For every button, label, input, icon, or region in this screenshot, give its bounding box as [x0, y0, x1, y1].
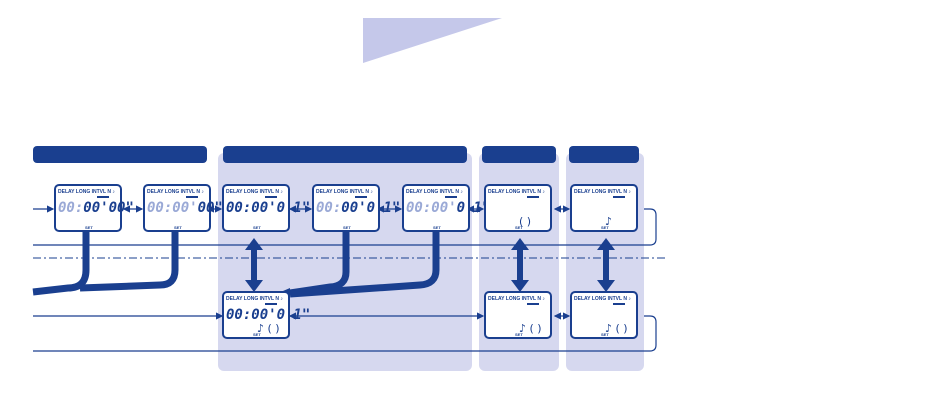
thick-connector-4 [289, 232, 440, 298]
lcd-header-labels: DELAY LONG INTVL N ♪ [406, 189, 463, 195]
double-arrow-b [245, 238, 263, 292]
lcd-screen-c1: DELAY LONG INTVL N ♪ ( )SET [484, 184, 552, 232]
lcd-indicator-bar [355, 196, 367, 198]
lcd-time-digits: 00:00'0 1" [316, 200, 400, 216]
lcd-set-label: SET [253, 225, 261, 230]
lcd-screen-c2: DELAY LONG INTVL N ♪ ♪ ( )SET [484, 291, 552, 339]
lcd-time-bold: 00'0 1" [341, 200, 400, 216]
lcd-set-label: SET [515, 225, 523, 230]
lcd-note-symbols: ♪ [605, 215, 612, 228]
section-d-header [569, 146, 639, 163]
lcd-time-dim: 00: [316, 200, 341, 216]
lcd-note-symbols: ♪ ( ) [605, 322, 628, 335]
lcd-indicator-bar [527, 303, 539, 305]
lcd-screen-a1: DELAY LONG INTVL N ♪ 00:00'00" SET [54, 184, 134, 232]
lcd-time-digits: 00:00'0 1" [406, 200, 490, 216]
lcd-indicator-bar [613, 196, 625, 198]
lcd-time-digits: 00:00'0 1" [226, 307, 310, 323]
lcd-screen-d2: DELAY LONG INTVL N ♪ ♪ ( )SET [570, 291, 638, 339]
lcd-time-digits: 00:00'0 1" [226, 200, 310, 216]
lcd-screen-d1: DELAY LONG INTVL N ♪ ♪SET [570, 184, 638, 232]
lcd-set-label: SET [601, 225, 609, 230]
section-c-header [482, 146, 556, 163]
lcd-screen-b3: DELAY LONG INTVL N ♪ 00:00'0 1" SET [402, 184, 490, 232]
lcd-indicator-bar [97, 196, 109, 198]
lcd-header-labels: DELAY LONG INTVL N ♪ [488, 189, 545, 195]
lcd-time-bold: 0 1" [457, 200, 491, 216]
lcd-header-labels: DELAY LONG INTVL N ♪ [316, 189, 373, 195]
lcd-header-labels: DELAY LONG INTVL N ♪ [574, 189, 631, 195]
lcd-time-dim: 00: [58, 200, 83, 216]
lcd-header-labels: DELAY LONG INTVL N ♪ [147, 189, 204, 195]
lcd-note-symbols: ♪ ( ) [519, 322, 542, 335]
lcd-indicator-bar [613, 303, 625, 305]
lcd-note-symbols: ( ) [519, 215, 531, 228]
lcd-screen-b2: DELAY LONG INTVL N ♪ 00:00'0 1" SET [312, 184, 400, 232]
thick-connector-2 [79, 232, 179, 292]
return-line-bottom [33, 315, 657, 352]
lcd-time-bold: 00:00'0 1" [226, 200, 310, 216]
lcd-set-label: SET [433, 225, 441, 230]
lcd-note-symbols: ♪ ( ) [257, 322, 280, 335]
return-line-top [33, 208, 657, 246]
lcd-header-labels: DELAY LONG INTVL N ♪ [574, 296, 631, 302]
double-arrow-d [597, 238, 615, 292]
lcd-screen-a2: DELAY LONG INTVL N ♪ 00:00'00" SET [143, 184, 223, 232]
lcd-set-label: SET [343, 225, 351, 230]
lcd-indicator-bar [445, 196, 457, 198]
lcd-time-dim: 00:00' [147, 200, 198, 216]
lcd-screen-b4: DELAY LONG INTVL N ♪ 00:00'0 1"♪ ( )SET [222, 291, 310, 339]
lcd-set-label: SET [601, 332, 609, 337]
double-arrow-c [511, 238, 529, 292]
lcd-set-label: SET [174, 225, 182, 230]
lcd-indicator-bar [265, 196, 277, 198]
lcd-header-labels: DELAY LONG INTVL N ♪ [488, 296, 545, 302]
thick-connector-1 [32, 232, 90, 296]
section-b-header [223, 146, 467, 163]
top-pointer-shape [363, 18, 502, 63]
thick-connector-3 [289, 232, 350, 297]
section-a-header [33, 146, 207, 163]
lcd-set-label: SET [515, 332, 523, 337]
lcd-time-digits: 00:00'00" [58, 200, 134, 216]
lcd-indicator-bar [527, 196, 539, 198]
lcd-header-labels: DELAY LONG INTVL N ♪ [226, 189, 283, 195]
lcd-screen-b1: DELAY LONG INTVL N ♪ 00:00'0 1" SET [222, 184, 310, 232]
lcd-time-bold: 00'00" [83, 200, 134, 216]
lcd-time-dim: 00:00' [406, 200, 457, 216]
lcd-header-labels: DELAY LONG INTVL N ♪ [226, 296, 283, 302]
lcd-set-label: SET [253, 332, 261, 337]
lcd-time-bold: 00:00'0 1" [226, 307, 310, 323]
lcd-time-digits: 00:00'00" [147, 200, 223, 216]
lcd-indicator-bar [265, 303, 277, 305]
lcd-header-labels: DELAY LONG INTVL N ♪ [58, 189, 115, 195]
lcd-set-label: SET [85, 225, 93, 230]
lcd-time-bold: 00" [198, 200, 223, 216]
lcd-indicator-bar [186, 196, 198, 198]
